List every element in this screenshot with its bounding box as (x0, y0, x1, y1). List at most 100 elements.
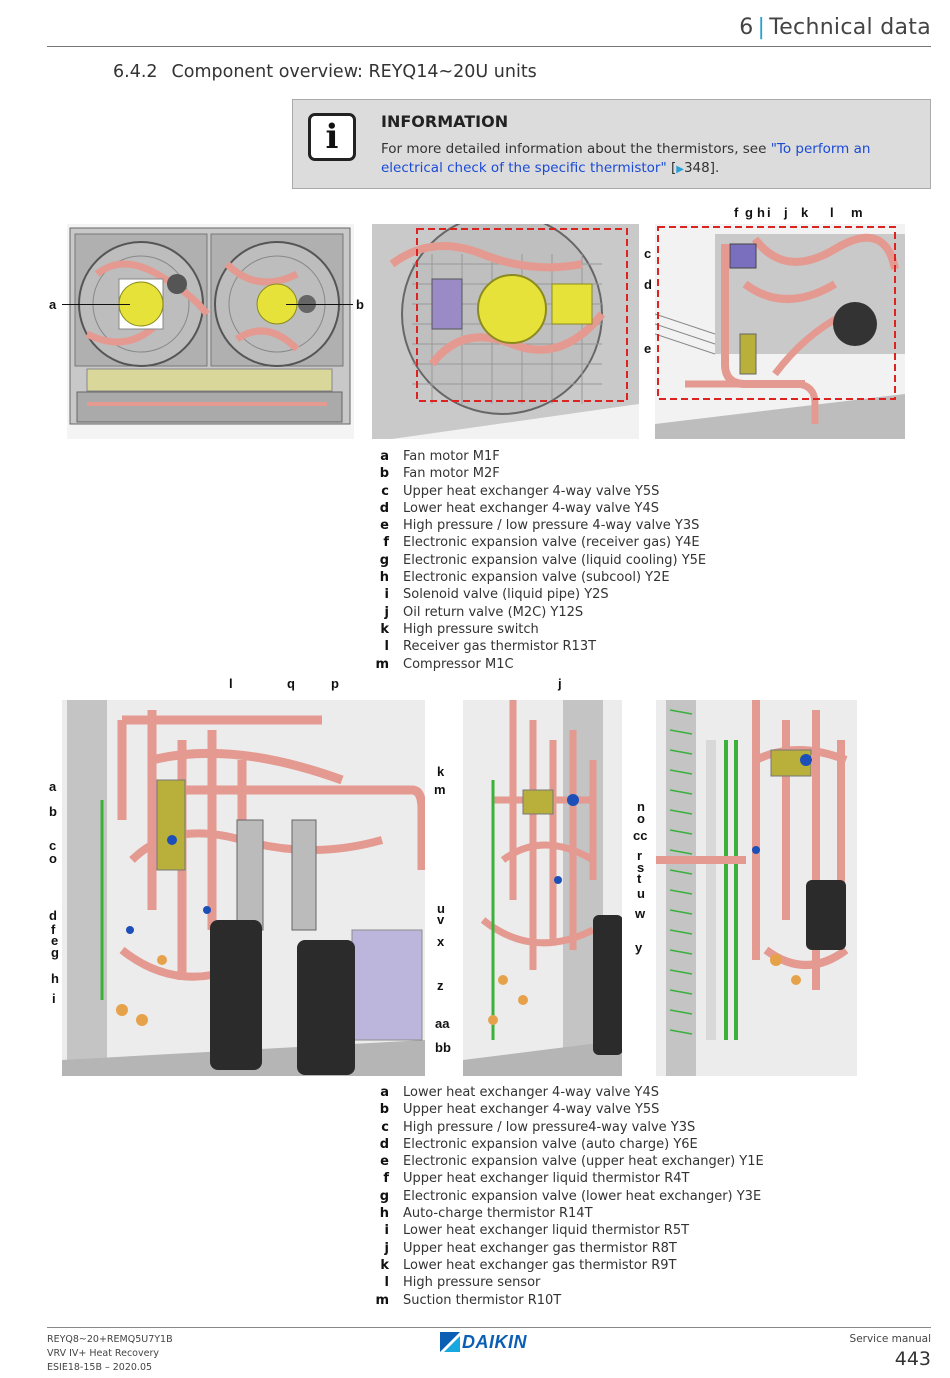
fig2-label-n: n (637, 799, 645, 814)
fig2-label-x: x (437, 934, 445, 949)
fig2-label-m: m (434, 782, 446, 797)
page-ref-arrow-icon: ▶ (676, 164, 684, 175)
fig1-label-g: g (745, 205, 753, 220)
legend-key: h (379, 570, 389, 586)
legend-text: Electronic expansion valve (lower heat e… (403, 1188, 762, 1204)
thermistor-check-link[interactable]: "To perform an electrical check of the s… (381, 141, 871, 176)
legend-text: Upper heat exchanger 4-way valve Y5S (403, 483, 660, 499)
legend-key: k (380, 621, 389, 637)
page-number: 443 (894, 1348, 931, 1370)
fig2-label-v: v (437, 912, 445, 927)
legend-text: Suction thermistor R10T (403, 1292, 562, 1308)
legend-text: Fan motor M1F (403, 449, 500, 464)
legend-item: l Receiver gas thermistor R13T (372, 638, 706, 655)
legend-key: l (384, 1275, 389, 1291)
photo-fan-closeup (372, 224, 639, 439)
legend-item: c Upper heat exchanger 4-way valve Y5S (372, 483, 706, 500)
legend-key: a (380, 449, 389, 464)
fig1-label-j: j (784, 205, 788, 220)
fig1-label-a: a (49, 297, 57, 312)
legend-text: High pressure switch (403, 621, 539, 637)
legend-text: Lower heat exchanger liquid thermistor R… (403, 1223, 690, 1239)
legend-key: k (380, 1257, 389, 1273)
info-title: INFORMATION (381, 112, 509, 131)
photo-valves-closeup (655, 224, 905, 439)
legend-text: Receiver gas thermistor R13T (403, 639, 597, 655)
fig2-label-bb: bb (435, 1040, 451, 1055)
footer-doc-id: ESIE18-15B – 2020.05 (47, 1362, 153, 1373)
fig1-label-b: b (356, 297, 364, 312)
fig2-label-w: w (635, 906, 646, 921)
fig2-label-e: e (51, 933, 59, 948)
photo-center-piping (463, 700, 622, 1076)
legend-key: e (380, 1154, 389, 1170)
legend-item: k Lower heat exchanger gas thermistor R9T (372, 1257, 764, 1274)
fig1-label-k: k (801, 205, 809, 220)
fig2-label-f: f (51, 922, 56, 937)
fig2-label-u-right: u (637, 886, 645, 901)
page-header: 6|Technical data (47, 0, 931, 47)
legend-text: Upper heat exchanger liquid thermistor R… (403, 1171, 690, 1187)
leader-line (286, 304, 353, 305)
legend-item: g Electronic expansion valve (lower heat … (372, 1188, 764, 1205)
fig2-label-aa: aa (435, 1016, 450, 1031)
legend-item: g Electronic expansion valve (liquid cool… (372, 552, 706, 569)
fig2-label-i: i (52, 991, 56, 1006)
photo-top-view-fans (67, 224, 354, 439)
fig2-label-r: r (637, 848, 643, 863)
legend-text: Electronic expansion valve (upper heat e… (403, 1154, 764, 1170)
fig1-label-f: f (734, 205, 739, 220)
legend-key: j (384, 604, 389, 620)
legend-key: l (384, 639, 389, 655)
fig1-label-c: c (644, 246, 652, 261)
legend-key: i (384, 587, 389, 603)
legend-key: c (381, 1119, 389, 1135)
legend-text: Compressor M1C (403, 656, 514, 672)
legend-item: j Upper heat exchanger gas thermistor R8T (372, 1240, 764, 1257)
legend-text: High pressure / low pressure 4-way valve… (403, 518, 700, 534)
legend-key: j (384, 1240, 389, 1256)
section-number: 6 (739, 15, 754, 40)
legend-key: g (379, 552, 389, 568)
brand-name: DAIKIN (462, 1331, 527, 1352)
legend-key: g (379, 1188, 389, 1204)
footer-rule (47, 1327, 931, 1328)
legend-text: Electronic expansion valve (liquid cooli… (403, 552, 707, 568)
info-text: For more detailed information about the … (381, 141, 871, 176)
legend-item: i Lower heat exchanger liquid thermistor … (372, 1222, 764, 1239)
fig2-label-b: b (49, 804, 57, 819)
legend-key: m (375, 656, 389, 672)
legend-text: Auto-charge thermistor R14T (403, 1206, 593, 1222)
fig2-label-h: h (51, 971, 59, 986)
heading-text: Component overview: REYQ14~20U units (171, 62, 537, 82)
fig2-label-cc: cc (633, 828, 648, 843)
fig2-label-o-right: o (637, 811, 645, 826)
legend-key: i (384, 1223, 389, 1239)
legend-item: e Electronic expansion valve (upper heat … (372, 1153, 764, 1170)
legend-key: c (381, 483, 389, 499)
fig2-label-t: t (637, 871, 642, 886)
legend-text: Upper heat exchanger gas thermistor R8T (403, 1240, 677, 1256)
legend-text: Upper heat exchanger 4-way valve Y5S (403, 1102, 660, 1118)
fig2-label-s: s (637, 860, 645, 875)
footer-manual-type: Service manual (849, 1333, 931, 1345)
fig1-label-l: l (830, 205, 834, 220)
fig2-label-d: d (49, 908, 57, 923)
legend-key: h (379, 1206, 389, 1222)
legend-text: Lower heat exchanger gas thermistor R9T (403, 1257, 677, 1273)
fig2-label-z: z (437, 978, 444, 993)
photo-compressor-area (62, 700, 425, 1076)
page-reference[interactable]: 348 (683, 160, 710, 176)
footer-series: VRV IV+ Heat Recovery (47, 1348, 159, 1359)
information-box: i INFORMATION For more detailed informat… (292, 99, 931, 189)
